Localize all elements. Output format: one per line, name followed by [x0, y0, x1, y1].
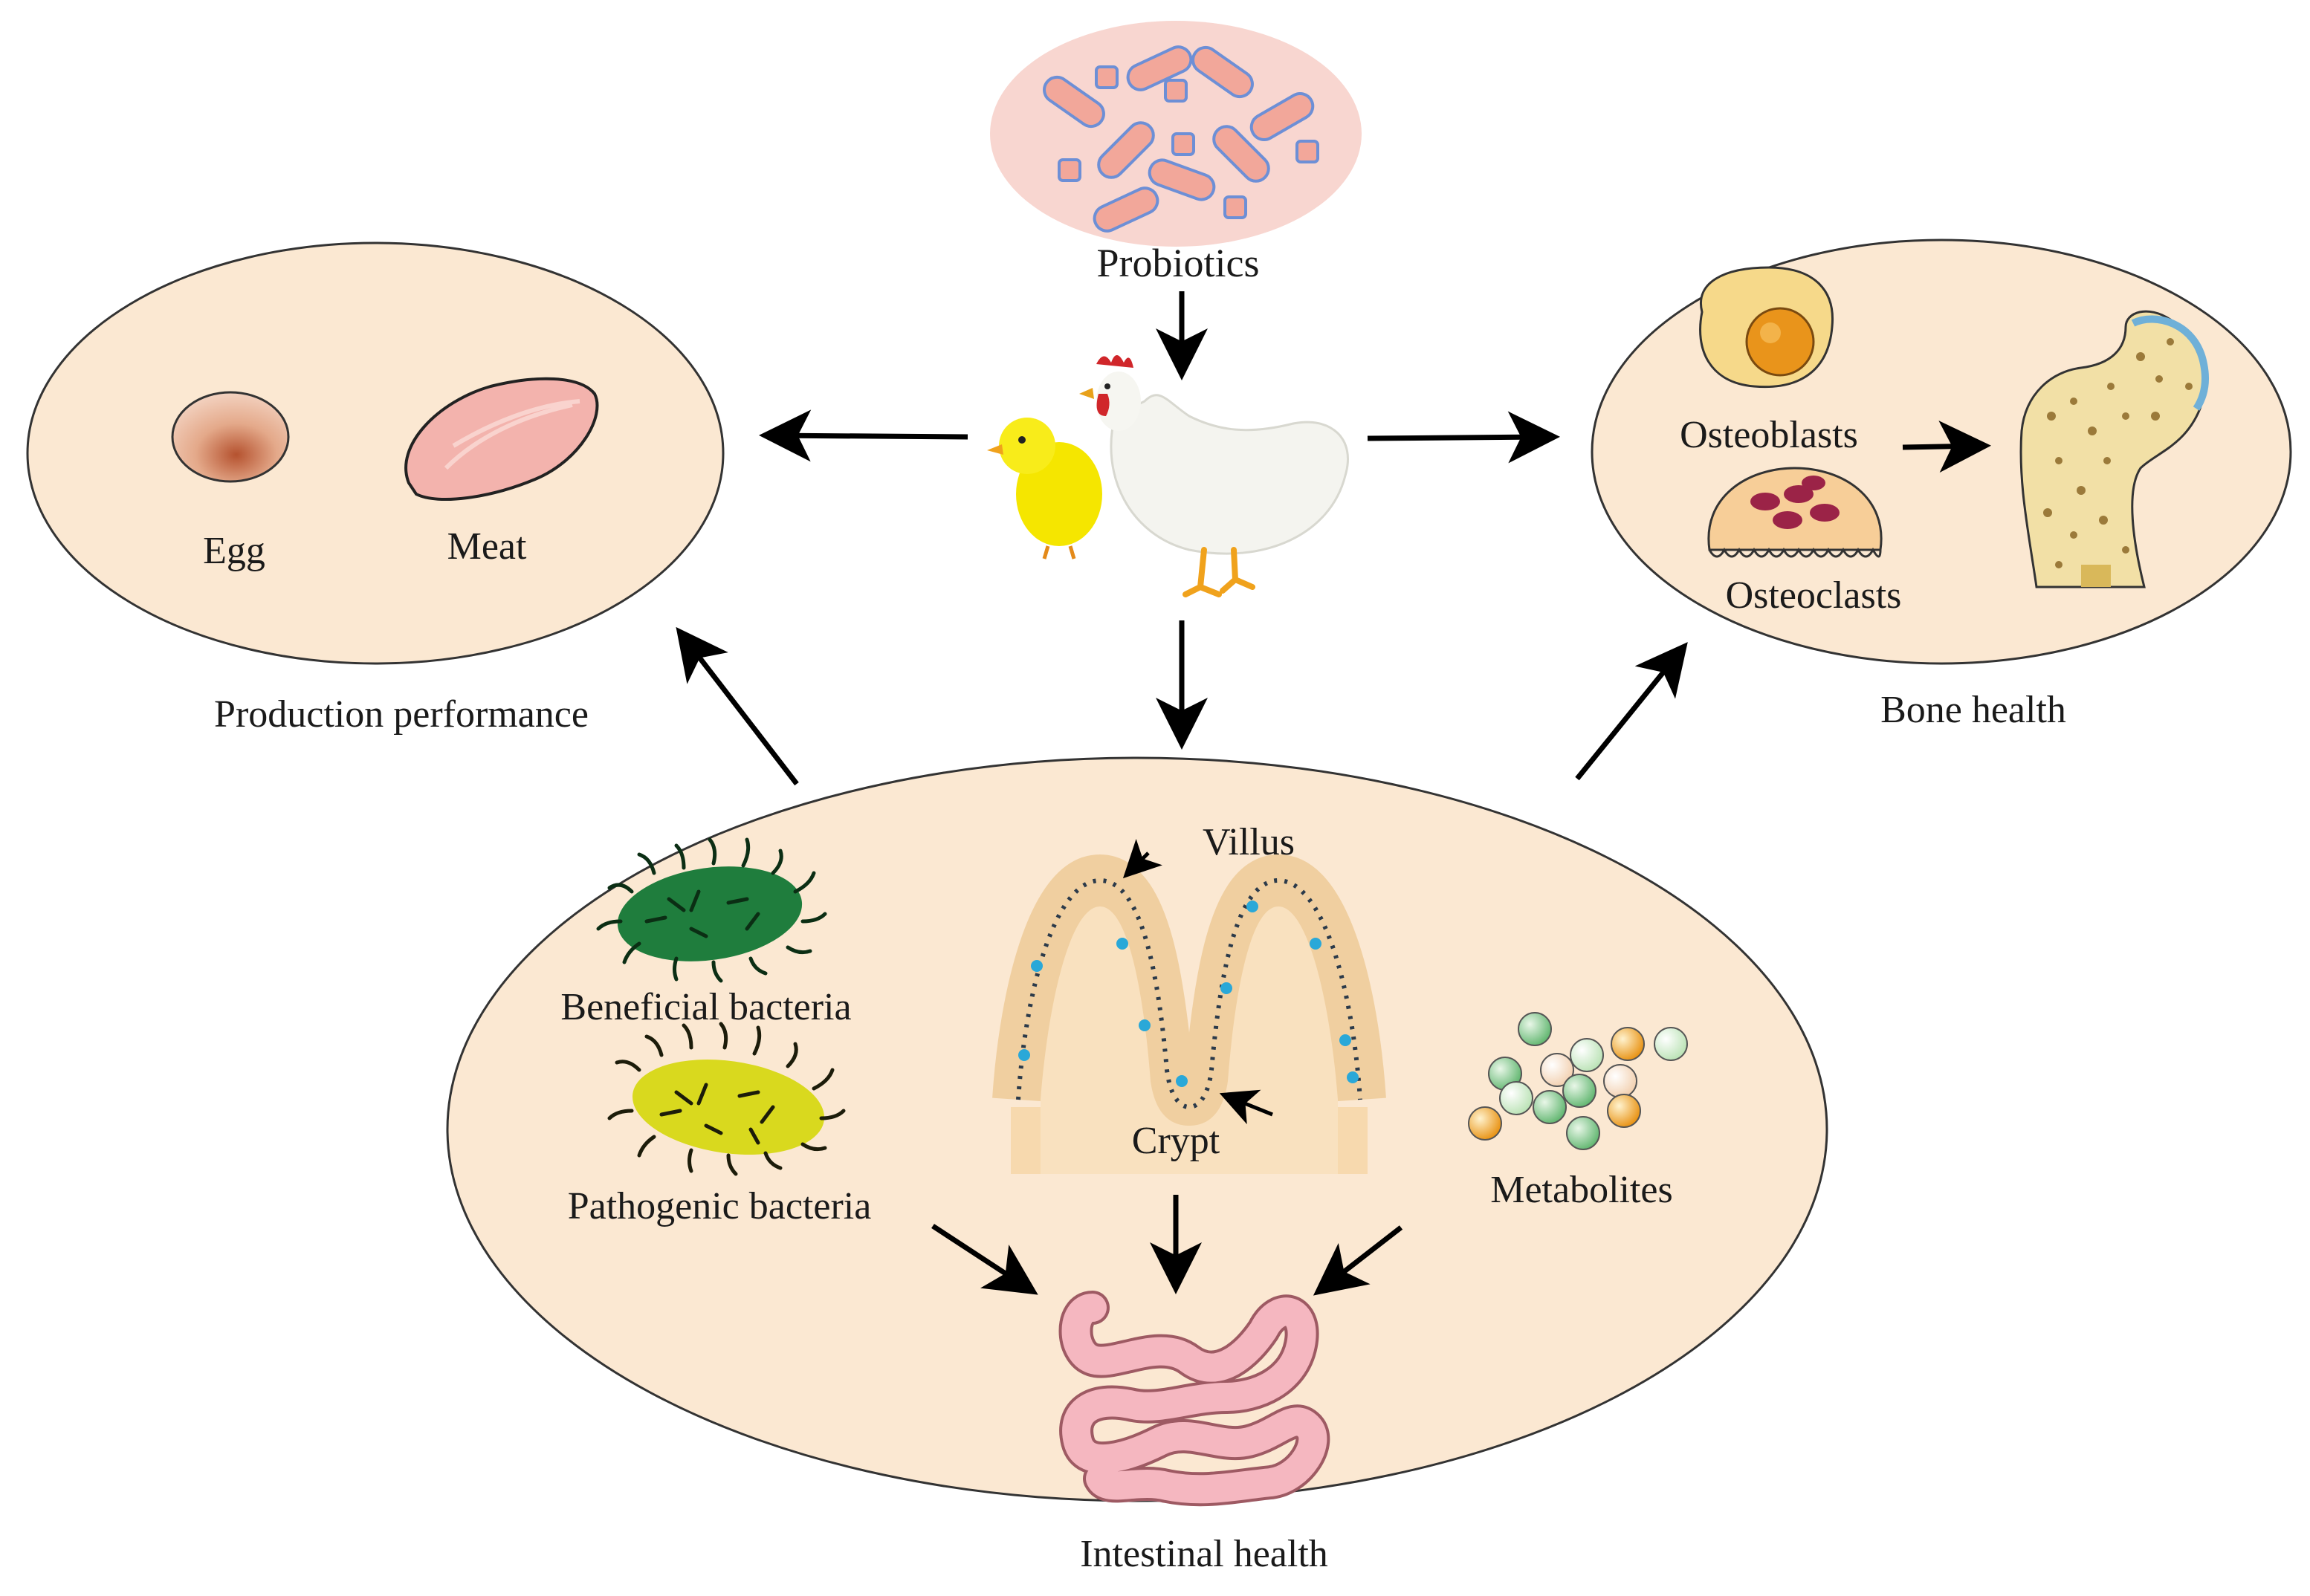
villus-label: Villus: [1203, 821, 1295, 863]
flow-arrows: [676, 291, 1991, 1296]
arrow-metabolites-to-intestine: [1313, 1225, 1403, 1296]
egg-label: Egg: [203, 530, 265, 572]
pathogenic-bacteria-icon: [607, 1022, 846, 1176]
arrow-intestine-to-bone: [1575, 642, 1688, 781]
probiotics-label: Probiotics: [1096, 241, 1259, 285]
beneficial-bacteria-icon: [596, 837, 827, 983]
beneficial-bacteria-label: Beneficial bacteria: [560, 986, 851, 1028]
crypt-label: Crypt: [1132, 1120, 1220, 1162]
egg-icon: [171, 391, 290, 483]
meat-icon: [404, 377, 599, 501]
villus-crypt-icon: [992, 854, 1386, 1174]
production-ellipse: [26, 241, 725, 665]
arrow-bacteria-to-intestine: [931, 1224, 1038, 1295]
pathogenic-bacteria-label: Pathogenic bacteria: [568, 1185, 872, 1227]
meat-label: Meat: [447, 525, 527, 568]
osteoblasts-label: Osteoblasts: [1680, 414, 1858, 456]
chicken-icon: [1079, 355, 1349, 597]
chick-icon: [987, 418, 1102, 559]
arrow-chicken-to-bone: [1367, 411, 1560, 464]
intestinal-health-label: Intestinal health: [1080, 1533, 1328, 1575]
probiotics-icon: [990, 21, 1362, 247]
metabolites-icon: [1468, 1012, 1688, 1150]
femur-bone-icon: [2019, 310, 2209, 588]
villus-pointer-arrow: [1122, 839, 1162, 879]
bone-health-label: Bone health: [1880, 689, 2066, 731]
metabolites-label: Metabolites: [1490, 1169, 1673, 1211]
production-performance-label: Production performance: [214, 693, 589, 736]
crypt-pointer-arrow: [1219, 1089, 1273, 1125]
osteoclast-icon: [1707, 467, 1883, 558]
arrow-osteoblasts-to-bone: [1902, 421, 1991, 473]
intestine-icon: [1058, 1291, 1330, 1507]
arrow-chicken-to-production: [759, 409, 968, 462]
arrow-intestine-to-production: [676, 626, 799, 786]
osteoclasts-label: Osteoclasts: [1726, 574, 1902, 617]
osteoblast-icon: [1699, 266, 1834, 389]
